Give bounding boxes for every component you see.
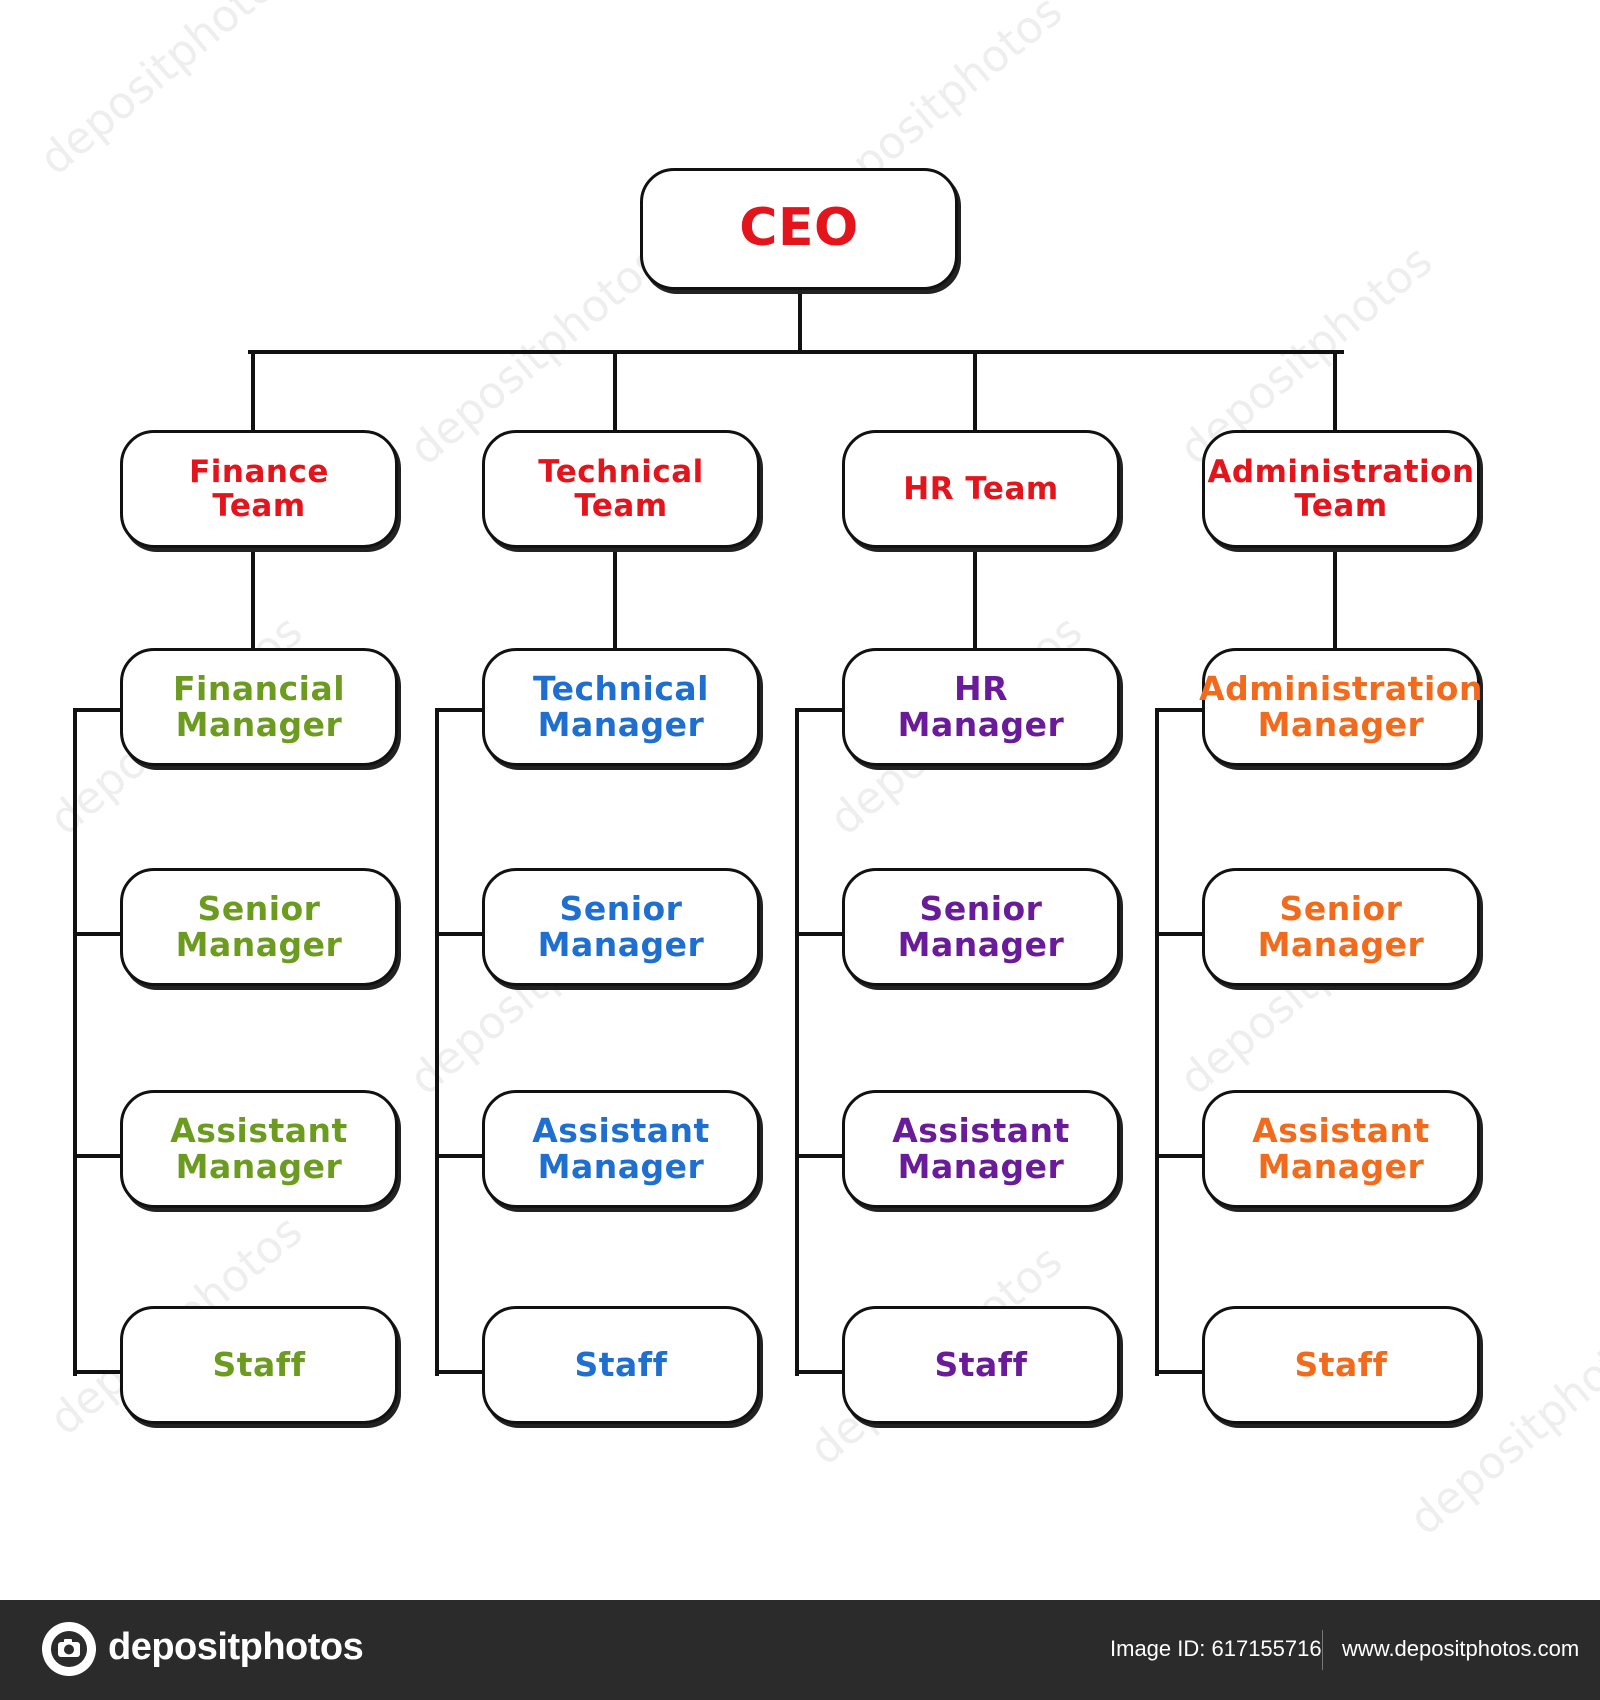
team-box: Finance Team (120, 430, 398, 548)
role-label: Staff (934, 1344, 1028, 1384)
role-box: Senior Manager (842, 868, 1120, 986)
role-box: Staff (482, 1306, 760, 1424)
role-box: Assistant Manager (842, 1090, 1120, 1208)
role-label: Senior Manager (1257, 888, 1425, 964)
role-label: Assistant Manager (1252, 1110, 1430, 1186)
role-box: Senior Manager (120, 868, 398, 986)
team-box: Administration Team (1202, 430, 1480, 548)
team-label: Administration Team (1207, 453, 1475, 524)
role-label: Financial Manager (172, 668, 346, 744)
role-box: Assistant Manager (120, 1090, 398, 1208)
role-label: Senior Manager (537, 888, 705, 964)
role-box: Technical Manager (482, 648, 760, 766)
role-box: HR Manager (842, 648, 1120, 766)
depositphotos-logo-icon (42, 1622, 96, 1676)
role-label: Technical Manager (532, 668, 709, 744)
connector-lines (73, 288, 1344, 1376)
role-box: Assistant Manager (1202, 1090, 1480, 1208)
role-label: Staff (212, 1344, 306, 1384)
role-box: Staff (120, 1306, 398, 1424)
team-box: Technical Team (482, 430, 760, 548)
role-label: Assistant Manager (532, 1110, 710, 1186)
team-label: HR Team (903, 470, 1059, 507)
image-id-text: Image ID: 617155716 (1110, 1636, 1322, 1661)
role-box: Senior Manager (482, 868, 760, 986)
role-label: Staff (574, 1344, 668, 1384)
role-label: Senior Manager (175, 888, 343, 964)
role-box: Assistant Manager (482, 1090, 760, 1208)
role-label: Assistant Manager (170, 1110, 348, 1186)
role-label: Assistant Manager (892, 1110, 1070, 1186)
role-box: Staff (1202, 1306, 1480, 1424)
role-box: Staff (842, 1306, 1120, 1424)
ceo-label: CEO (739, 198, 859, 259)
role-label: Administration Manager (1199, 668, 1483, 744)
site-url: www.depositphotos.com (1342, 1636, 1580, 1661)
team-label: Finance Team (189, 453, 329, 524)
role-label: HR Manager (897, 668, 1065, 744)
team-label: Technical Team (538, 453, 704, 524)
ceo-box: CEO (640, 168, 958, 290)
role-box: Administration Manager (1199, 648, 1483, 766)
role-label: Senior Manager (897, 888, 1065, 964)
role-box: Financial Manager (120, 648, 398, 766)
brand-name: depositphotos (108, 1626, 364, 1668)
role-label: Staff (1294, 1344, 1388, 1384)
role-box: Senior Manager (1202, 868, 1480, 986)
footer-divider (1322, 1630, 1323, 1670)
team-box: HR Team (842, 430, 1120, 548)
footer-bar: depositphotos Image ID: 617155716 www.de… (0, 1600, 1600, 1700)
